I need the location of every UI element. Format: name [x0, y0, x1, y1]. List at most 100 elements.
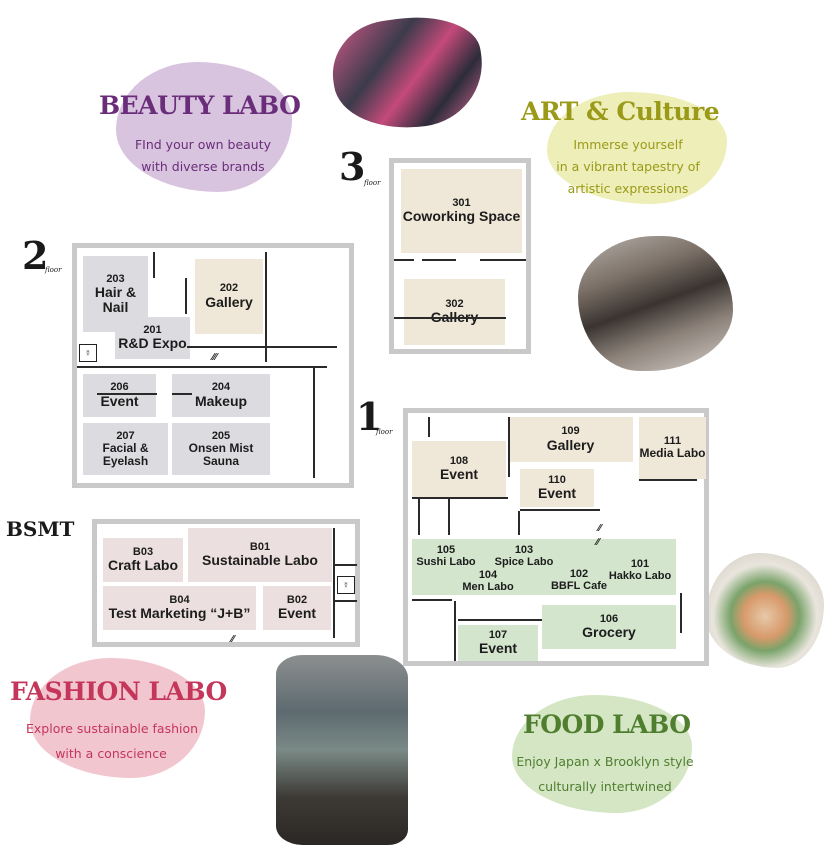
- room-B02[interactable]: B02 Event: [263, 586, 331, 630]
- room-106-number: 106: [599, 612, 619, 625]
- art-labo-title: ART & Culture: [521, 97, 720, 126]
- beauty-labo-line1: FInd your own beauty: [134, 137, 272, 152]
- beauty-labo-line2: with diverse brands: [141, 159, 265, 174]
- room-108-number: 108: [449, 454, 469, 467]
- room-206[interactable]: 206 Event: [83, 374, 156, 417]
- room-207-number: 207: [116, 429, 135, 442]
- room-302[interactable]: 302 Gallery: [404, 279, 505, 345]
- art-gallery-photo: [578, 236, 733, 371]
- room-107-number: 107: [488, 628, 508, 641]
- room-111-number: 111: [663, 434, 682, 447]
- room-107[interactable]: 107 Event: [458, 625, 538, 661]
- room-B02-number: B02: [286, 593, 308, 606]
- room-205-number: 205: [211, 429, 231, 442]
- room-204-number: 204: [211, 381, 231, 394]
- room-105[interactable]: 105 Sushi Labo: [414, 541, 478, 573]
- room-204-name: Makeup: [194, 392, 248, 409]
- room-201-number: 201: [143, 323, 162, 336]
- room-109-number: 109: [561, 425, 580, 438]
- room-109-name: Gallery: [546, 436, 595, 453]
- room-207[interactable]: 207 Facial & Eyelash: [83, 423, 168, 475]
- room-104-number: 104: [478, 569, 498, 582]
- room-101[interactable]: 101 Hakko Labo: [604, 553, 676, 589]
- stairs-icon-bsmt: ∕∕: [231, 634, 235, 645]
- room-302-number: 302: [445, 297, 464, 310]
- floor-1-plan: 109 Gallery 111 Media Labo 108 Event 110…: [403, 408, 709, 666]
- floor-2-number: 2: [22, 233, 49, 278]
- room-111[interactable]: 111 Media Labo: [639, 417, 706, 479]
- room-B04-number: B04: [169, 593, 190, 606]
- room-B04-name: Test Marketing “J+B”: [108, 605, 251, 622]
- room-B04[interactable]: B04 Test Marketing “J+B”: [103, 586, 256, 630]
- room-202[interactable]: 202 Gallery: [195, 259, 263, 334]
- room-301[interactable]: 301 Coworking Space: [401, 169, 522, 253]
- fashion-labo-line1: Explore sustainable fashion: [26, 721, 199, 736]
- room-207-name: Facial & Eyelash: [102, 441, 149, 468]
- room-B03-number: B03: [132, 545, 154, 558]
- room-203-name: Hair & Nail: [94, 284, 137, 315]
- room-202-number: 202: [219, 282, 239, 295]
- room-108[interactable]: 108 Event: [412, 441, 506, 497]
- fashion-model-photo: [276, 655, 408, 845]
- beauty-labo-title: BEAUTY LABO: [99, 91, 301, 120]
- food-labo-title: FOOD LABO: [523, 710, 691, 739]
- room-105-number: 105: [436, 544, 456, 557]
- floor-3-sub: floor: [364, 179, 381, 187]
- floor-1-sub: floor: [376, 428, 393, 436]
- art-labo-badge-bg: [547, 92, 727, 204]
- room-206-number: 206: [110, 381, 129, 394]
- room-107-name: Event: [478, 640, 518, 657]
- floor-2-sub: floor: [45, 266, 62, 274]
- room-B03[interactable]: B03 Craft Labo: [103, 538, 183, 582]
- room-205-name: Onsen Mist Sauna: [188, 441, 254, 468]
- room-205[interactable]: 205 Onsen Mist Sauna: [172, 423, 270, 475]
- room-206-name: Event: [100, 392, 139, 409]
- food-labo-zone: [412, 539, 676, 595]
- room-203-number: 203: [106, 272, 125, 285]
- room-102-number: 102: [569, 568, 589, 581]
- room-102[interactable]: 102 BBFL Cafe: [544, 565, 614, 597]
- fashion-labo-badge-bg: [30, 658, 205, 778]
- room-201-name: R&D Expo: [118, 335, 187, 352]
- room-202-name: Gallery: [205, 293, 253, 310]
- room-B01-name: Sustainable Labo: [202, 552, 318, 569]
- art-labo-line1: Immerse yourself: [573, 137, 683, 152]
- floor-3-plan: 301 Coworking Space 302 Gallery: [389, 158, 531, 354]
- room-B01[interactable]: B01 Sustainable Labo: [188, 528, 332, 582]
- room-110[interactable]: 110 Event: [520, 469, 594, 507]
- floor-basement-label: BSMT: [6, 517, 75, 541]
- room-201[interactable]: 201 R&D Expo: [115, 317, 190, 359]
- room-110-number: 110: [548, 473, 566, 486]
- room-103-number: 103: [514, 544, 534, 557]
- room-109[interactable]: 109 Gallery: [508, 417, 633, 462]
- food-labo-line1: Enjoy Japan x Brooklyn style: [516, 754, 694, 769]
- fashion-labo-line2: with a conscience: [55, 746, 167, 761]
- room-101-name: Hakko Labo: [608, 570, 672, 582]
- room-104[interactable]: 104 Men Labo: [456, 567, 520, 597]
- room-301-number: 301: [452, 196, 471, 209]
- stairs-icon: ∕∕∕: [212, 352, 218, 363]
- room-B03-name: Craft Labo: [108, 557, 178, 574]
- room-301-name: Coworking Space: [402, 208, 521, 225]
- restroom-icon-bsmt: ☿: [337, 576, 355, 594]
- stairs-icon-1f-b: ∕∕: [596, 537, 600, 548]
- floor-2-plan: 203 Hair & Nail 202 Gallery 201 R&D Expo…: [72, 243, 354, 488]
- room-103-name: Spice Labo: [494, 556, 554, 568]
- food-labo-line2: culturally intertwined: [538, 779, 672, 794]
- room-204[interactable]: 204 Makeup: [172, 374, 270, 417]
- fashion-labo-title: FASHION LABO: [10, 677, 227, 706]
- room-101-number: 101: [630, 558, 650, 571]
- room-104-name: Men Labo: [462, 581, 514, 593]
- room-110-name: Event: [537, 485, 577, 502]
- food-labo-badge-bg: [512, 695, 692, 813]
- room-B02-name: Event: [277, 605, 317, 622]
- room-102-name: BBFL Cafe: [550, 580, 608, 592]
- room-106[interactable]: 106 Grocery: [542, 605, 676, 649]
- floor-1-number: 1: [356, 394, 383, 439]
- room-111-name: Media Labo: [639, 446, 706, 461]
- basement-plan: B03 Craft Labo B01 Sustainable Labo B04 …: [92, 519, 360, 647]
- room-108-name: Event: [439, 466, 479, 483]
- room-B01-number: B01: [249, 540, 271, 553]
- room-103[interactable]: 103 Spice Labo: [490, 541, 558, 573]
- art-labo-line2: in a vibrant tapestry of: [556, 159, 700, 174]
